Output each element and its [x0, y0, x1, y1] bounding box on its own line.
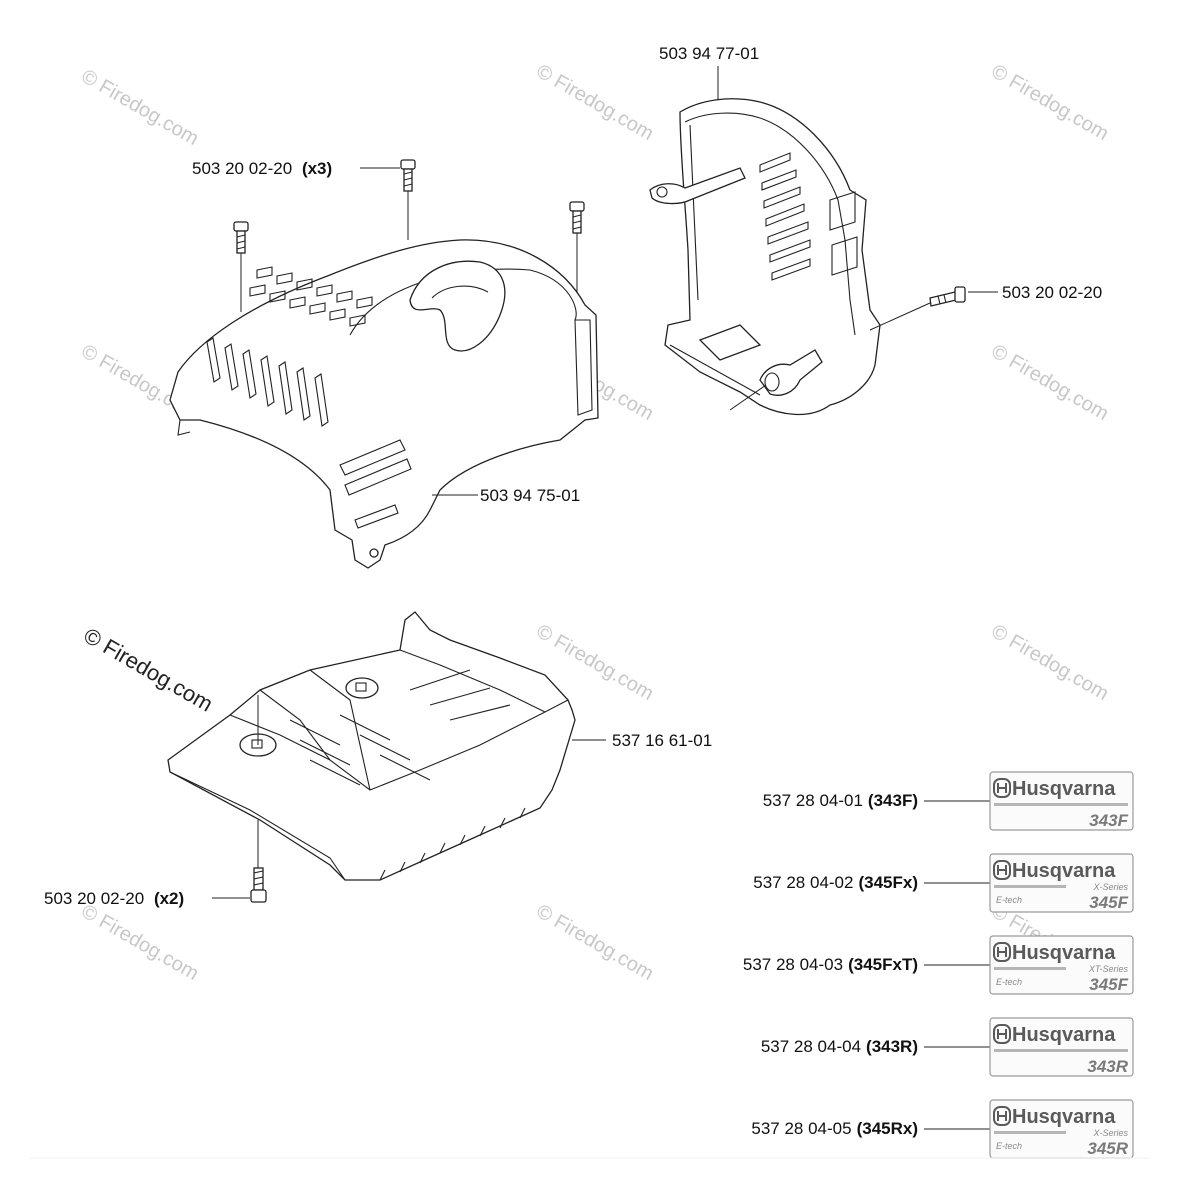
decal-model-badge: 345F [1089, 975, 1128, 994]
mount-hole [369, 548, 379, 558]
svg-text:503 20 02-20 (x2): 503 20 02-20 (x2) [44, 889, 184, 908]
decal-row: 537 28 04-01 (343F) Husqvarna 343F [763, 771, 1134, 831]
watermark-dark-text: © Firedog.com [80, 623, 218, 717]
decal-label: 537 28 04-01 (343F) [763, 791, 918, 810]
decal [989, 1017, 1134, 1077]
model-code: (345FxT) [848, 955, 918, 974]
decal-brand: Husqvarna [1012, 1024, 1116, 1046]
decal-brand: Husqvarna [1012, 778, 1116, 800]
watermark-text: © Firedog.com [533, 900, 658, 985]
decal-model-badge: 345R [1087, 1139, 1128, 1158]
watermark-text: © Firedog.com [988, 340, 1113, 425]
screw-icon [233, 221, 249, 312]
decal-brand: Husqvarna [1012, 942, 1116, 964]
watermark-text: © Firedog.com [988, 620, 1113, 705]
part-number: 537 28 04-03 [743, 955, 843, 974]
svg-text:503 20 02-20 (x3): 503 20 02-20 (x3) [192, 159, 332, 178]
part-number: 537 28 04-04 [761, 1037, 861, 1056]
decal-etech: E-tech [996, 895, 1022, 905]
decal [989, 853, 1134, 913]
screw-icon [400, 159, 416, 240]
decal-model-badge: 343F [1089, 811, 1128, 830]
decal-series: X-Series [1092, 1128, 1128, 1138]
vent-slots [206, 266, 412, 529]
quantity: (x3) [302, 159, 332, 178]
part-number: 537 28 04-02 [753, 873, 853, 892]
part-number: 503 20 02-20 [192, 159, 292, 178]
decal-label: 537 28 04-02 (345Fx) [753, 873, 918, 892]
decal-row: 537 28 04-02 (345Fx) HusqvarnaX-SeriesE-te… [753, 853, 1134, 913]
part-number: 537 28 04-01 [763, 791, 863, 810]
screw-icon [869, 286, 966, 331]
decal-brand: Husqvarna [1012, 860, 1116, 882]
rear-cover-group: 503 94 77-01 [649, 44, 1102, 416]
watermark-text: © Firedog.com [78, 900, 203, 985]
husqvarna-logo-icon [993, 860, 1011, 880]
decal-etech: E-tech [996, 1141, 1022, 1151]
decal-model-badge: 343R [1087, 1057, 1128, 1076]
vent-grill [759, 152, 858, 281]
watermark-text: © Firedog.com [533, 60, 658, 145]
cover-bracket [649, 167, 746, 205]
quantity: (x2) [154, 889, 184, 908]
decal-row: 537 28 04-05 (345Rx) HusqvarnaX-SeriesE-te… [751, 1099, 1134, 1159]
husqvarna-logo-icon [993, 1106, 1011, 1126]
decal-model-badge: 345F [1089, 893, 1128, 912]
cover-boss [759, 349, 823, 396]
decal-label: 537 28 04-05 (345Rx) [751, 1119, 918, 1138]
watermark-text: © Firedog.com [988, 60, 1113, 145]
decal-brand: Husqvarna [1012, 1106, 1116, 1128]
decal [989, 771, 1134, 831]
label-tray: 537 16 61-01 [612, 731, 712, 750]
label-cover-rear: 503 94 77-01 [659, 44, 759, 63]
part-number: 503 20 02-20 [44, 889, 144, 908]
model-code: (345Rx) [857, 1119, 918, 1138]
tray [167, 611, 576, 881]
decal-label: 537 28 04-04 (343R) [761, 1037, 918, 1056]
label-cover-main: 503 94 75-01 [480, 486, 580, 505]
model-code: (343R) [866, 1037, 918, 1056]
model-code: (343F) [868, 791, 918, 810]
decal-row: 537 28 04-03 (345FxT) HusqvarnaXT-SeriesE-… [743, 935, 1134, 995]
part-number: 537 28 04-05 [751, 1119, 851, 1138]
label-screw-rear: 503 20 02-20 [1002, 283, 1102, 302]
cover-grip [409, 260, 506, 352]
decal-row: 537 28 04-04 (343R) Husqvarna 343R [761, 1017, 1134, 1077]
decal-label: 537 28 04-03 (345FxT) [743, 955, 918, 974]
tray-group: 537 16 61-01 503 20 02-20 (x2) [44, 611, 712, 908]
watermarks: © Firedog.com © Firedog.com © Firedog.co… [78, 60, 1113, 985]
label-screw-top: 503 20 02-20 (x3) [192, 159, 400, 178]
husqvarna-logo-icon [993, 778, 1011, 798]
husqvarna-logo-icon [993, 1024, 1011, 1044]
decal [989, 935, 1134, 995]
model-code: (345Fx) [858, 873, 918, 892]
cylinder-cover-group [169, 159, 599, 569]
screw-icon [250, 820, 267, 903]
tray-boss [345, 677, 379, 699]
screw-icon [569, 201, 585, 312]
decal-series: X-Series [1092, 882, 1128, 892]
husqvarna-logo-icon [993, 942, 1011, 962]
decal-etech: E-tech [996, 977, 1022, 987]
watermark-text: © Firedog.com [78, 65, 203, 150]
decal-series: XT-Series [1088, 964, 1129, 974]
